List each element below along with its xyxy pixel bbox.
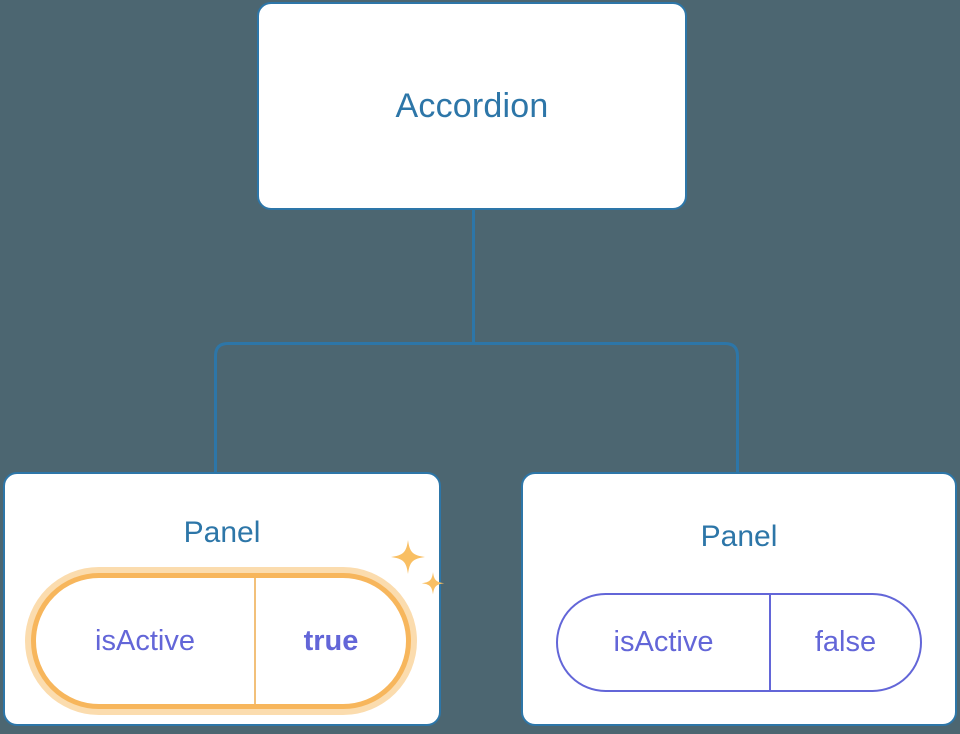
prop-pill-isactive-false[interactable]: isActive false	[556, 593, 922, 692]
prop-key-label: isActive	[36, 578, 256, 704]
node-panel-inactive-title: Panel	[700, 520, 778, 553]
node-panel-active-title: Panel	[183, 516, 261, 549]
prop-value-label: false	[814, 626, 877, 658]
connector-children-bus	[214, 342, 739, 472]
prop-value-label: true	[303, 624, 359, 657]
node-accordion[interactable]: Accordion	[257, 2, 687, 210]
node-accordion-title: Accordion	[395, 87, 549, 125]
prop-key-label: isActive	[558, 595, 771, 690]
prop-pill-isactive-true[interactable]: isActive true	[31, 573, 411, 709]
